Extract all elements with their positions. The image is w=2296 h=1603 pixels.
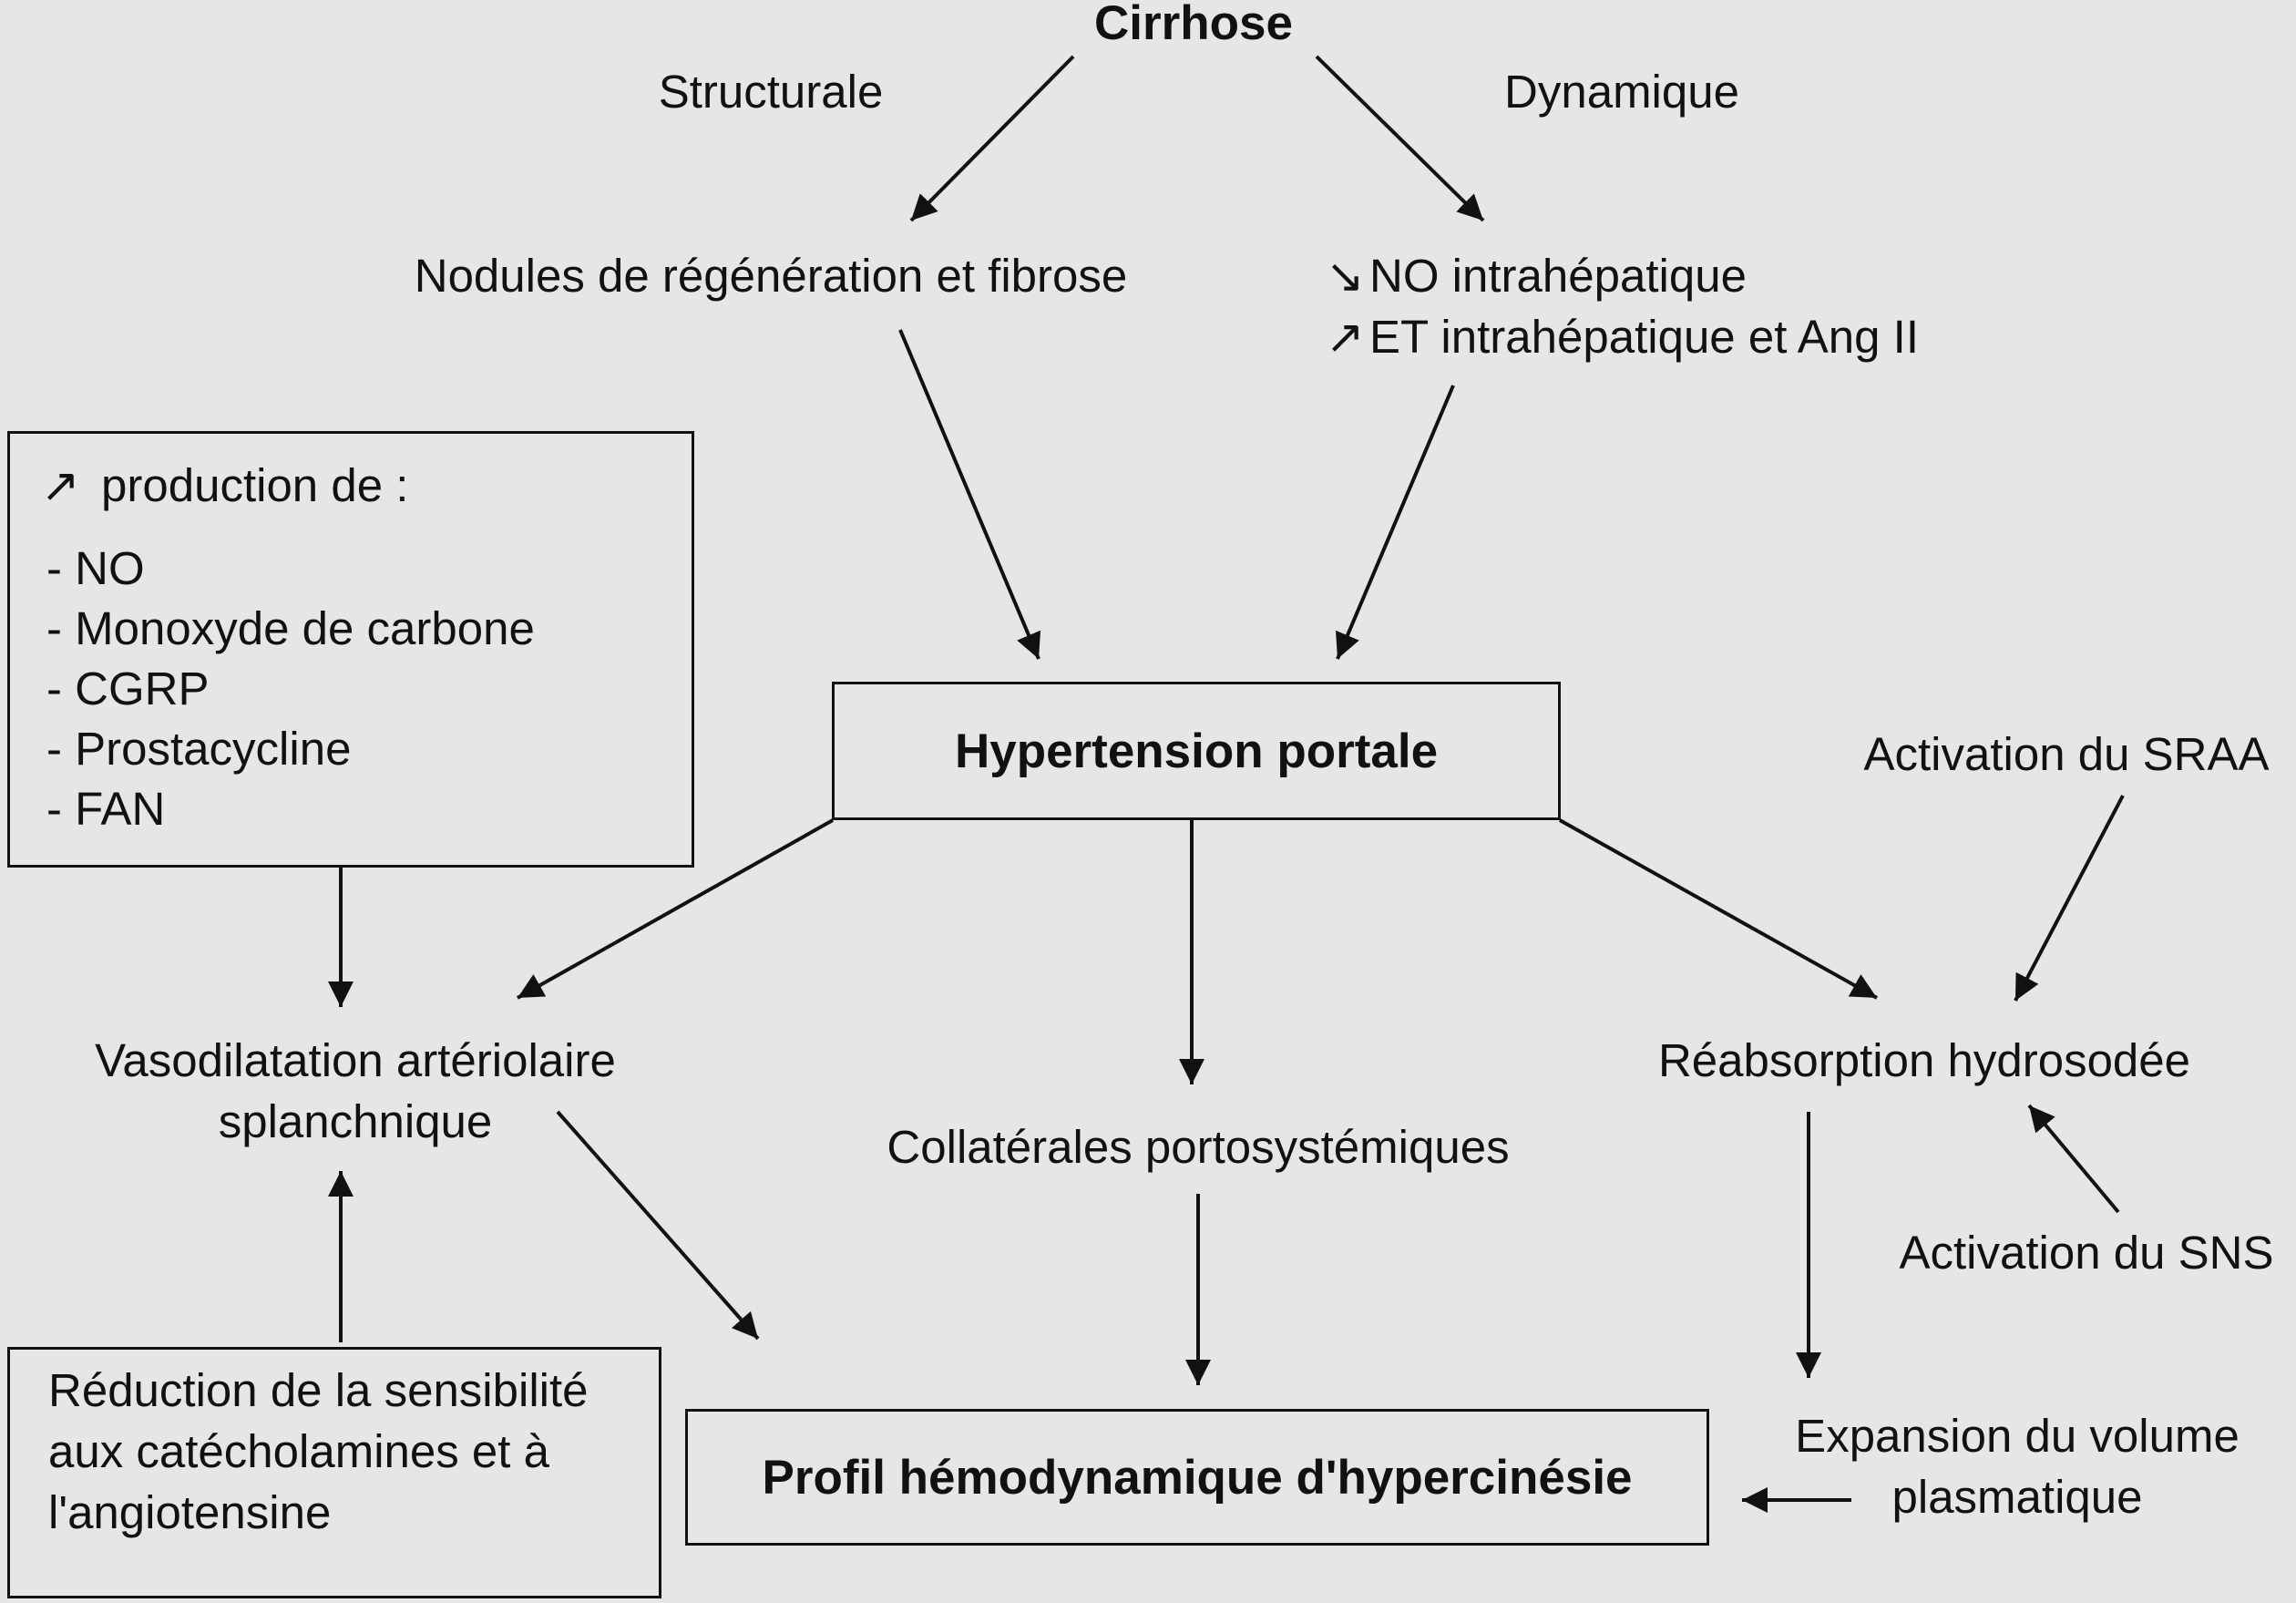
sensitivity-line-1: Réduction de la sensibilité — [48, 1364, 589, 1416]
dynamic-branch-label: Dynamique — [1504, 66, 1739, 118]
hypertension-portale-box: Hypertension portale — [832, 682, 1561, 820]
list-item: - NO — [46, 542, 145, 594]
arrow-sns-to-reabsorption — [2027, 1104, 2120, 1214]
arrow-vasodilatation-to-profile — [556, 1110, 760, 1341]
expansion-line-1: Expansion du volume — [1795, 1410, 2240, 1462]
down-arrow-icon: ↘ — [1326, 250, 1365, 302]
vasodilatation-line-2: splanchnique — [218, 1095, 493, 1147]
up-arrow-icon: ↗ — [1326, 311, 1365, 363]
arrow-dynamic-to-hypertension — [1336, 385, 1455, 660]
nodules-fibrose-node: Nodules de régénération et fibrose — [414, 250, 1128, 302]
hyperkinetic-profile-label: Profil hémodynamique d'hypercinésie — [762, 1450, 1633, 1505]
sensitivity-line-2: aux catécholamines et à — [48, 1425, 549, 1477]
list-item: - Monoxyde de carbone — [46, 602, 535, 654]
dynamic-node-line-2: ↗ET intrahépatique et Ang II — [1326, 307, 1919, 367]
list-item: - FAN — [46, 783, 166, 835]
list-item: - CGRP — [46, 663, 210, 714]
dynamic-node-line-1: ↘NO intrahépatique — [1326, 246, 1747, 306]
expansion-line-2: plasmatique — [1891, 1471, 2143, 1523]
arrow-cirrhose-to-nodules — [909, 55, 1075, 222]
arrow-nodules-to-hypertension — [898, 329, 1041, 660]
et-intrahepatique-text: ET intrahépatique et Ang II — [1369, 311, 1919, 363]
production-heading: ↗ production de : — [41, 456, 408, 516]
up-arrow-icon: ↗ — [41, 459, 80, 511]
structural-branch-label: Structurale — [658, 66, 884, 118]
hypertension-portale-label: Hypertension portale — [954, 724, 1439, 778]
sraa-activation-node: Activation du SRAA — [1863, 728, 2270, 780]
production-box: ↗ production de : - NO - Monoxyde de carb… — [7, 431, 694, 868]
vasodilatation-line-1: Vasodilatation artériolaire — [95, 1034, 616, 1086]
arrow-hypertension-to-vasodilatation — [517, 818, 834, 1000]
hyperkinetic-profile-box: Profil hémodynamique d'hypercinésie — [685, 1409, 1709, 1546]
collaterales-node: Collatérales portosystémiques — [887, 1121, 1510, 1173]
production-heading-text: production de : — [101, 459, 409, 511]
cirrhose-label: Cirrhose — [1094, 0, 1293, 50]
arrow-cirrhose-to-dynamic — [1315, 55, 1485, 222]
sensitivity-reduction-box: Réduction de la sensibilité aux catéchol… — [7, 1347, 661, 1598]
no-intrahepatique-text: NO intrahépatique — [1369, 250, 1747, 302]
arrow-sraa-to-reabsorption — [2014, 795, 2125, 1002]
production-list: - NO - Monoxyde de carbone - CGRP - Pros… — [46, 539, 535, 839]
sns-activation-node: Activation du SNS — [1899, 1227, 2274, 1279]
arrow-hypertension-to-reabsorption — [1559, 818, 1878, 1000]
sensitivity-line-3: l'angiotensine — [48, 1486, 332, 1538]
list-item: - Prostacycline — [46, 723, 352, 775]
reabsorption-node: Réabsorption hydrosodée — [1657, 1034, 2191, 1086]
